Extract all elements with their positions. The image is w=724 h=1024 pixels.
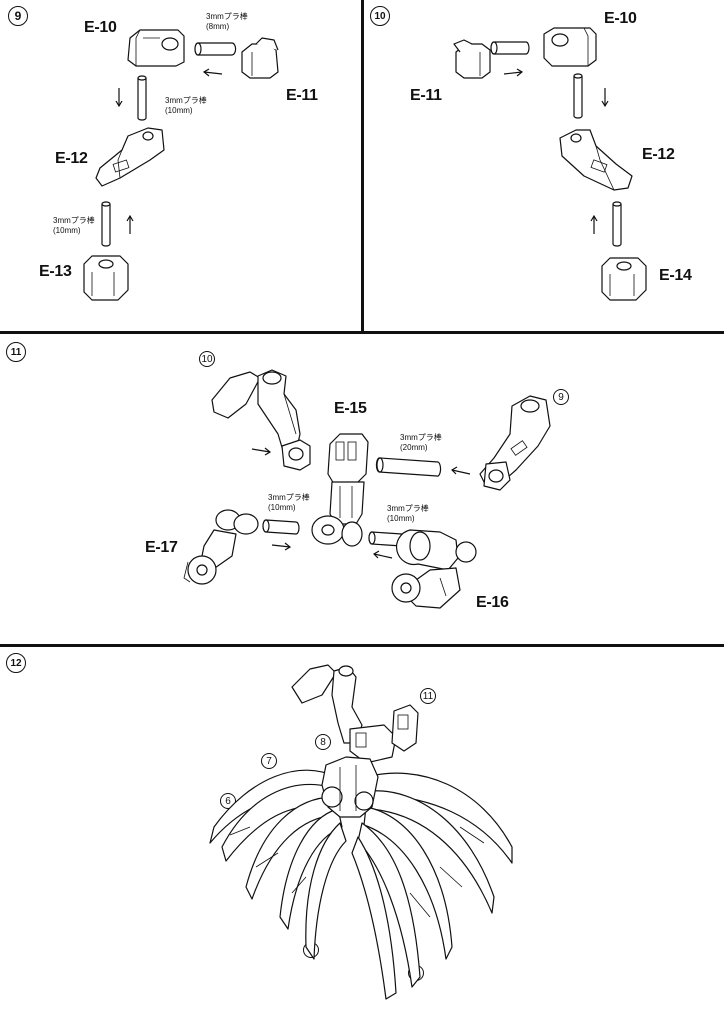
rod-note-10mm-b: 3mmプラ棒 (10mm): [53, 216, 95, 235]
part-e17: [183, 509, 259, 585]
assembly-step-9: [479, 395, 551, 491]
arrow-left-b: [373, 550, 393, 559]
arrow-left-1: [202, 68, 223, 77]
part-e12: [559, 129, 633, 191]
arrow-up-1: [590, 214, 598, 234]
part-e15: [311, 433, 369, 547]
part-e10: [127, 29, 185, 67]
label-e12: E-12: [642, 146, 675, 163]
label-e13: E-13: [39, 263, 72, 280]
label-e16: E-16: [476, 594, 509, 611]
rod-note-10mm-a: 3mmプラ棒 (10mm): [268, 493, 310, 512]
ref-step-7-a: 7: [261, 753, 277, 769]
label-e11: E-11: [286, 87, 318, 104]
step-11-panel: 11 10 9 E-15 E-17 E-16 3mmプラ棒 (20mm) 3mm…: [0, 334, 724, 644]
step-10-drawing: [453, 27, 647, 301]
arrow-right-b: [271, 542, 292, 551]
assembly-step-10: [211, 369, 311, 471]
part-e11: [453, 39, 491, 79]
ref-step-9: 9: [553, 389, 569, 405]
ref-step-10: 10: [199, 351, 215, 367]
rod-note-10mm-a: 3mmプラ棒 (10mm): [165, 96, 207, 115]
divider-vertical: [361, 0, 364, 333]
arrow-left-a: [451, 466, 471, 475]
step-12-drawing: [209, 664, 513, 1000]
rod-8mm: [490, 41, 530, 55]
part-e11: [241, 37, 279, 79]
arrow-right-a: [251, 447, 272, 456]
label-e12: E-12: [55, 150, 88, 167]
rod-10mm-left: [262, 519, 300, 535]
step-10-number: 10: [370, 6, 390, 26]
rod-10mm-vertical-a: [573, 73, 583, 119]
part-e16: [391, 529, 477, 609]
rod-10mm-right: [368, 531, 406, 547]
label-e17: E-17: [145, 539, 178, 556]
step-10-panel: 10 E-10 E-11 E-12 E-14: [364, 0, 724, 331]
label-e10: E-10: [604, 10, 637, 27]
step-11-drawing: [183, 369, 551, 609]
label-e11: E-11: [410, 87, 442, 104]
rod-20mm: [375, 457, 442, 477]
step-9-number: 9: [8, 6, 28, 26]
arrow-down-1: [601, 88, 609, 108]
part-e14: [601, 257, 647, 301]
wing-right: [351, 772, 513, 1000]
step-9-drawing: [83, 29, 279, 301]
step-11-number: 11: [6, 342, 26, 362]
part-e12: [95, 127, 165, 187]
label-e10: E-10: [84, 19, 117, 36]
rod-10mm-vertical-a: [137, 75, 147, 121]
step-12-panel: 12 11 8 7 6 8 6 7: [0, 647, 724, 1024]
rod-10mm-vertical-b: [101, 201, 111, 247]
step-9-panel: 9 E-10 E-11 E-12 E-13 3mmプラ棒 (8mm) 3mmプラ…: [0, 0, 361, 331]
part-e10: [543, 27, 597, 67]
wing-center-body: [321, 756, 379, 818]
arrow-up-1: [126, 214, 134, 234]
divider-middle: [0, 644, 724, 647]
arrow-right-1: [503, 68, 524, 77]
ref-step-8-a: 8: [315, 734, 331, 750]
rod-note-20mm: 3mmプラ棒 (20mm): [400, 433, 442, 452]
part-e13: [83, 255, 129, 301]
wing-left: [209, 769, 347, 960]
arrow-down-1: [115, 88, 123, 108]
rod-8mm: [194, 42, 237, 56]
label-e14: E-14: [659, 267, 692, 284]
rod-10mm-vertical-b: [612, 201, 622, 247]
ref-step-11: 11: [420, 688, 436, 704]
rod-note-8mm: 3mmプラ棒 (8mm): [206, 12, 248, 31]
arm-assembly: [291, 664, 419, 764]
step-12-number: 12: [6, 653, 26, 673]
label-e15: E-15: [334, 400, 367, 417]
rod-note-10mm-b: 3mmプラ棒 (10mm): [387, 504, 429, 523]
